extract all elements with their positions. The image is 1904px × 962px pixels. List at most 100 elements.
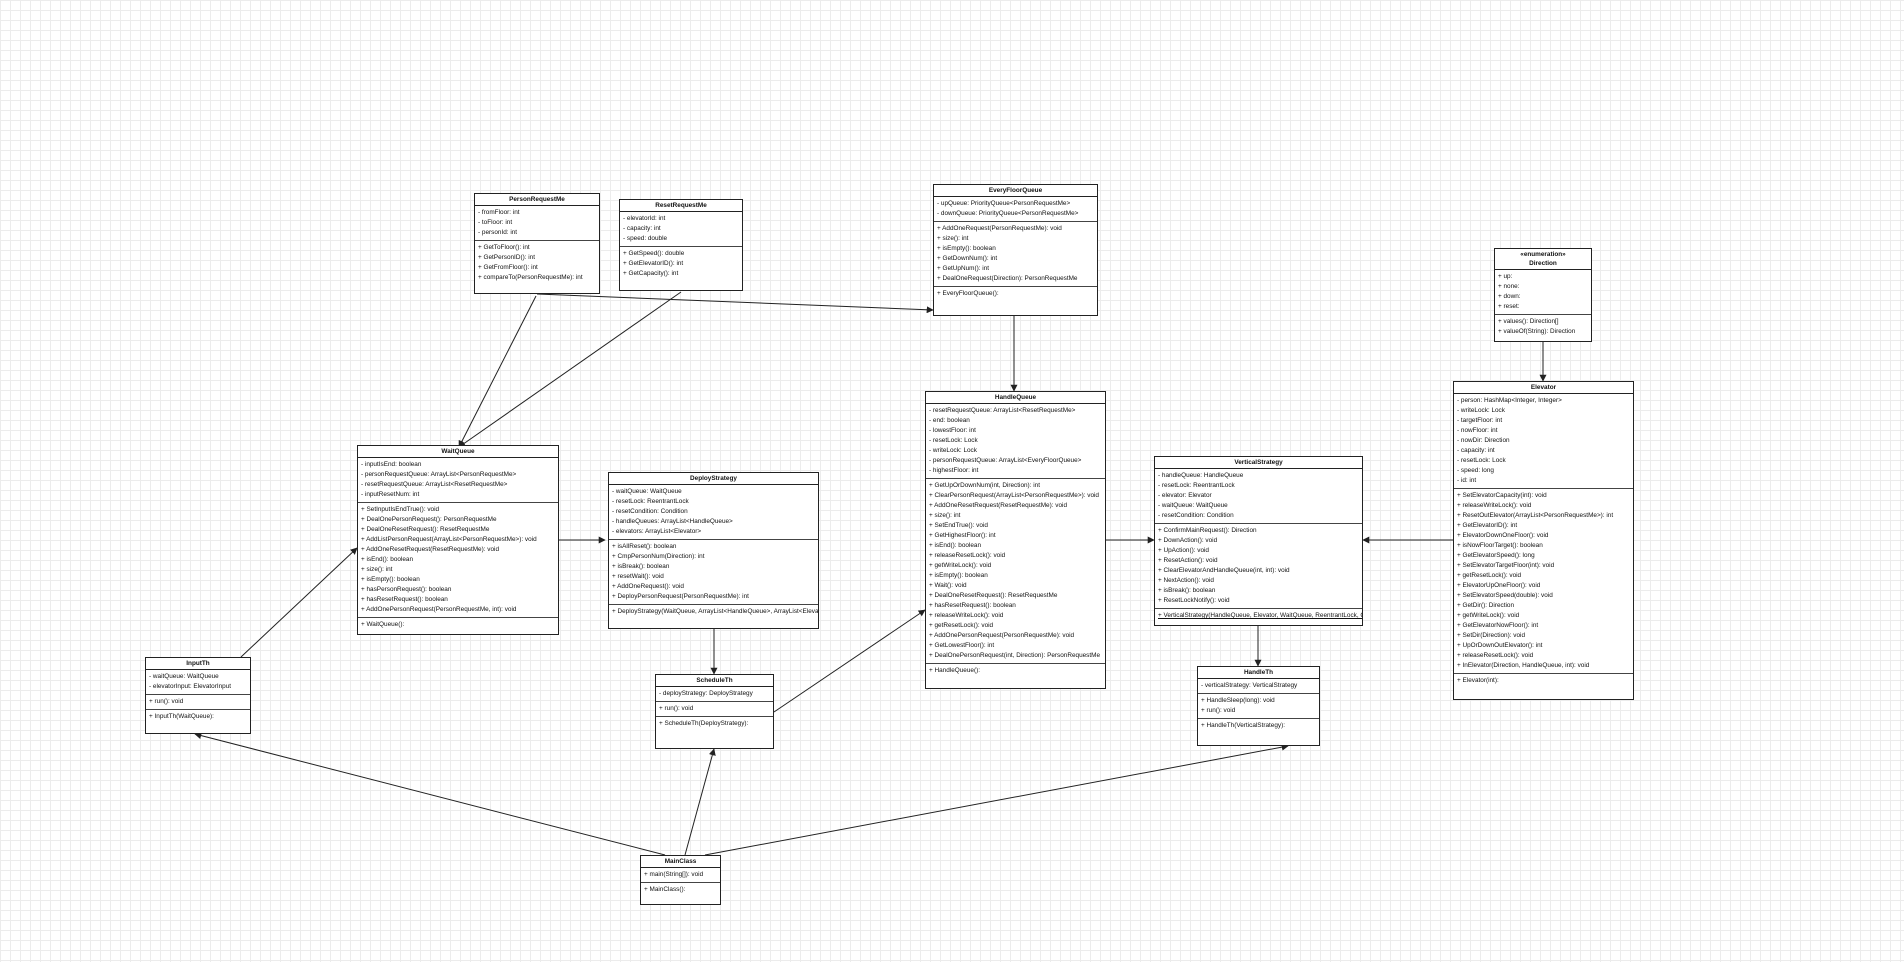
class-attributes-section: - elevatorId: int- capacity: int- speed:… [620,212,742,247]
class-box-handle-queue[interactable]: HandleQueue- resetRequestQueue: ArrayLis… [925,391,1106,689]
class-operation-row: + isEmpty(): boolean [361,576,420,583]
class-operation-row: + isEmpty(): boolean [937,245,996,252]
class-operation-row: + ElevatorDownOneFloor(): void [1457,532,1549,539]
class-operations-section: + main(String[]): void [641,868,720,883]
class-operation-row: + ResetOutElevator(ArrayList<PersonReque… [1457,512,1614,519]
class-box-deploy-strategy[interactable]: DeployStrategy - waitQueue: WaitQueue - re… [608,472,819,629]
class-constructors-section: + VerticalStrategy(HandleQueue, Elevator… [1155,609,1362,623]
class-attribute-row: - personRequestQueue: ArrayList<EveryFlo… [929,457,1082,464]
class-header: «enumeration»Direction [1495,249,1591,270]
class-attribute-row: - nowDir: Direction [1457,437,1510,444]
class-attribute-row: - verticalStrategy: VerticalStrategy [1201,682,1298,689]
class-attribute-row: - personRequestQueue: ArrayList<PersonRe… [361,471,517,478]
class-operation-row: + isEnd(): boolean [361,556,414,563]
class-operation-row: + GetSpeed(): double [623,250,685,257]
class-operation-row: + AddOneResetRequest(ResetRequestMe): vo… [361,546,500,553]
class-header: InputTh [146,658,250,670]
edge-personrequestme-to-everyfloorqueue[interactable] [536,293,934,314]
class-header: VerticalStrategy [1155,457,1362,469]
class-name: VerticalStrategy [1234,459,1283,466]
class-box-vertical-strategy[interactable]: VerticalStrategy - handleQueue: HandleQue… [1154,456,1363,626]
class-box-reset-request-me[interactable]: ResetRequestMe - elevatorId: int - capacit… [619,199,743,291]
class-attribute-row: - waitQueue: WaitQueue [1158,502,1228,509]
class-box-every-floor-queue[interactable]: EveryFloorQueue- upQueue: PriorityQueue<… [933,184,1098,316]
class-constructors-section: + EveryFloorQueue(): [934,287,1097,301]
class-operation-row: + ResetAction(): void [1158,557,1218,564]
class-operation-row: + GetFromFloor(): int [478,264,538,271]
class-operation-row: + isAllReset(): boolean [612,543,677,550]
class-box-schedule-th[interactable]: ScheduleTh- deployStrategy: DeployStrate… [655,674,774,749]
class-operation-row: + Wait(): void [929,582,967,589]
class-attribute-row: - capacity: int [623,225,661,232]
class-attribute-row: - waitQueue: WaitQueue [612,488,682,495]
class-operation-row: + GetUpOrDownNum(int, Direction): int [929,482,1040,489]
class-operation-row: + isBreak(): boolean [612,563,670,570]
class-operation-row: + run(): void [659,705,694,712]
edge-personrequestme-to-waitqueue[interactable] [458,295,537,448]
class-constructors-section: + HandleQueue(): [926,664,1105,678]
class-header: PersonRequestMe [475,194,599,206]
class-attributes-section: - handleQueue: HandleQueue- resetLock: R… [1155,469,1362,524]
class-header: HandleTh [1198,667,1319,679]
class-name: ScheduleTh [696,677,733,684]
edge-inputth-to-waitqueue[interactable] [240,547,358,658]
class-constructor-row: + MainClass(): [644,886,686,893]
class-operation-row: + isEmpty(): boolean [929,572,988,579]
class-operation-row: + GetCapacity(): int [623,270,679,277]
class-box-wait-queue[interactable]: WaitQueue- inputIsEnd: boolean- personRe… [357,445,559,635]
class-operation-row: + isEnd(): boolean [929,542,982,549]
class-attribute-row: - inputResetNum: int [361,491,420,498]
class-attributes-section: - waitQueue: WaitQueue - resetLock: Reent… [609,485,818,540]
class-operation-row: + ElevatorUpOneFloor(): void [1457,582,1541,589]
edge-resetrequestme-to-waitqueue[interactable] [458,291,682,448]
class-operation-row: + SetElevatorTargetFloor(int): void [1457,562,1555,569]
class-name: WaitQueue [441,448,475,455]
class-header: ResetRequestMe [620,200,742,212]
class-attribute-row: - elevatorId: int [623,215,666,222]
class-attributes-section: - person: HashMap<Integer, Integer>- wri… [1454,394,1633,489]
class-operation-row: + GetElevatorSpeed(): long [1457,552,1535,559]
class-constructors-section: + ScheduleTh(DeployStrategy): [656,717,773,731]
class-box-input-th[interactable]: InputTh- waitQueue: WaitQueue- elevatorI… [145,657,251,734]
class-operation-row: + SetElevatorCapacity(int): void [1457,492,1547,499]
class-attribute-row: - downQueue: PriorityQueue<PersonRequest… [937,210,1079,217]
class-attributes-section: - fromFloor: int- toFloor: int- personId… [475,206,599,241]
class-header: WaitQueue [358,446,558,458]
class-attribute-row: - resetRequestQueue: ArrayList<ResetRequ… [361,481,508,488]
class-box-direction[interactable]: «enumeration»Direction+ up:+ none:+ down… [1494,248,1592,342]
class-attribute-row: - lowestFloor: int [929,427,976,434]
class-constructors-section: + Elevator(int): [1454,674,1633,688]
class-box-person-request-me[interactable]: PersonRequestMe- fromFloor: int- toFloor… [474,193,600,294]
class-operation-row: + DownAction(): void [1158,537,1218,544]
class-operation-row: + GetPersonID(): int [478,254,536,261]
edge-mainclass-to-scheduleth[interactable] [684,748,716,856]
class-operations-section: + SetInputIsEndTrue(): void+ DealOnePers… [358,503,558,618]
class-operation-row: + run(): void [149,698,184,705]
edge-mainclass-to-handleth[interactable] [704,743,1289,856]
class-attributes-section: - waitQueue: WaitQueue- elevatorInput: E… [146,670,250,695]
class-attribute-row: - writeLock: Lock [929,447,977,454]
class-operation-row: + AddOnePersonRequest(PersonRequestMe): … [929,632,1075,639]
class-box-handle-th[interactable]: HandleTh - verticalStrategy: VerticalStra… [1197,666,1320,746]
class-attributes-section: - verticalStrategy: VerticalStrategy [1198,679,1319,694]
class-attribute-row: - elevatorInput: ElevatorInput [149,683,232,690]
edge-mainclass-to-inputth[interactable] [194,732,666,856]
class-operations-section: + values(): Direction[]+ valueOf(String)… [1495,315,1591,339]
class-attribute-row: - resetLock: ReentrantLock [612,498,689,505]
class-operations-section: + SetElevatorCapacity(int): void+ releas… [1454,489,1633,674]
class-constructors-section: + DeployStrategy(WaitQueue, ArrayList<Ha… [609,605,818,619]
class-attribute-row: - nowFloor: int [1457,427,1498,434]
class-operation-row: + ResetLockNotify(): void [1158,597,1230,604]
class-stereotype: «enumeration» [1520,251,1566,258]
class-operation-row: + ClearElevatorAndHandleQueue(int, int):… [1158,567,1290,574]
class-box-elevator[interactable]: Elevator- person: HashMap<Integer, Integ… [1453,381,1634,700]
class-operation-row: + ConfirmMainRequest(): Direction [1158,527,1257,534]
class-attribute-row: - elevators: ArrayList<Elevator> [612,528,702,535]
class-operation-row: + isBreak(): boolean [1158,587,1216,594]
class-box-main-class[interactable]: MainClass + main(String[]): void + MainCla… [640,855,721,905]
class-name: MainClass [664,858,697,865]
class-name: DeployStrategy [690,475,737,482]
class-header: EveryFloorQueue [934,185,1097,197]
class-operation-row: + AddOneRequest(PersonRequestMe): void [937,225,1062,232]
